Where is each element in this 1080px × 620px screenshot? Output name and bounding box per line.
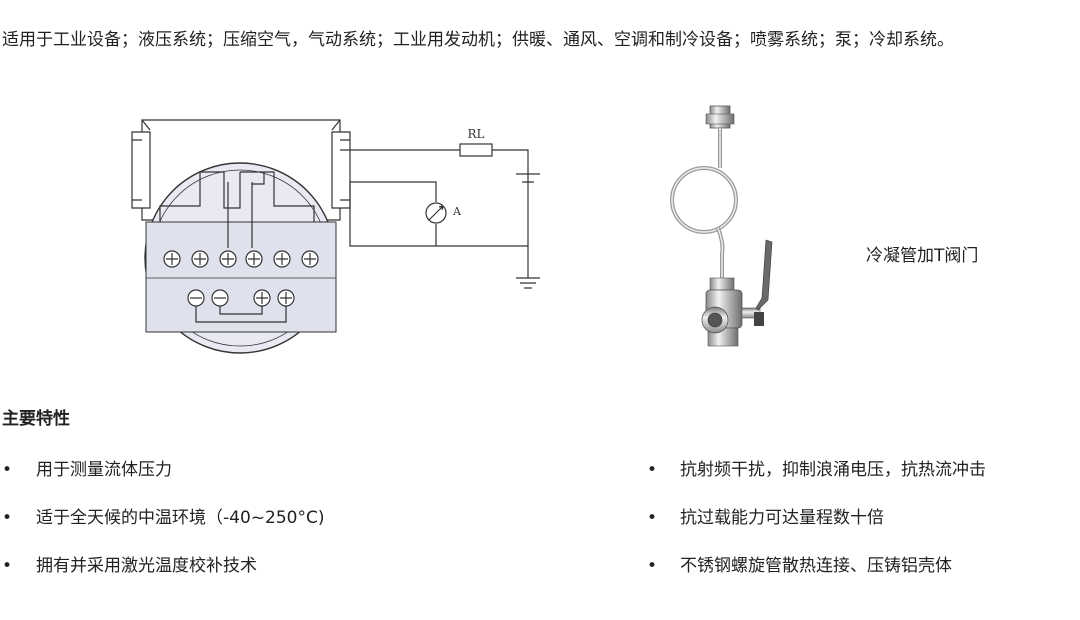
intro-paragraph: 适用于工业设备；液压系统；压缩空气，气动系统；工业用发动机；供暖、通风、空调和制… bbox=[2, 30, 954, 50]
feature-text: 用于测量流体压力 bbox=[36, 460, 172, 480]
list-item: • 抗过载能力可达量程数十倍 bbox=[645, 496, 1075, 544]
feature-text: 抗过载能力可达量程数十倍 bbox=[680, 508, 884, 528]
bullet-icon: • bbox=[646, 556, 658, 576]
list-item: • 不锈钢螺旋管散热连接、压铸铝壳体 bbox=[645, 544, 1075, 592]
ground-symbol bbox=[516, 246, 540, 289]
top-terminals bbox=[163, 250, 319, 268]
feature-text: 拥有并采用激光温度校补技术 bbox=[36, 556, 257, 576]
bullet-icon: • bbox=[646, 508, 658, 528]
load-resistor bbox=[459, 143, 493, 157]
feature-list-right: • 抗射频干扰，抑制浪涌电压，抗热流冲击 • 抗过载能力可达量程数十倍 • 不锈… bbox=[645, 448, 1075, 592]
bullet-icon: • bbox=[1, 460, 13, 480]
terminal-block bbox=[145, 221, 337, 333]
meter-label: A bbox=[452, 205, 462, 218]
condenser-valve-image bbox=[670, 105, 773, 347]
feature-text: 不锈钢螺旋管散热连接、压铸铝壳体 bbox=[680, 556, 952, 576]
bullet-icon: • bbox=[1, 556, 13, 576]
list-item: • 用于测量流体压力 bbox=[0, 448, 600, 496]
wiring-diagram: RL A bbox=[131, 119, 540, 354]
feature-list-left: • 用于测量流体压力 • 适于全天候的中温环境（-40~250°C) • 拥有并… bbox=[0, 448, 600, 592]
valve-caption: 冷凝管加T阀门 bbox=[866, 246, 979, 266]
list-item: • 抗射频干扰，抑制浪涌电压，抗热流冲击 bbox=[645, 448, 1075, 496]
feature-text: 适于全天候的中温环境（-40~250°C) bbox=[36, 508, 325, 528]
external-circuit bbox=[340, 149, 529, 247]
features-title: 主要特性 bbox=[2, 409, 70, 429]
bullet-icon: • bbox=[646, 460, 658, 480]
bottom-terminals bbox=[187, 289, 295, 323]
bullet-icon: • bbox=[1, 508, 13, 528]
list-item: • 拥有并采用激光温度校补技术 bbox=[0, 544, 600, 592]
feature-text: 抗射频干扰，抑制浪涌电压，抗热流冲击 bbox=[680, 460, 986, 480]
list-item: • 适于全天候的中温环境（-40~250°C) bbox=[0, 496, 600, 544]
resistor-label: RL bbox=[467, 127, 484, 141]
